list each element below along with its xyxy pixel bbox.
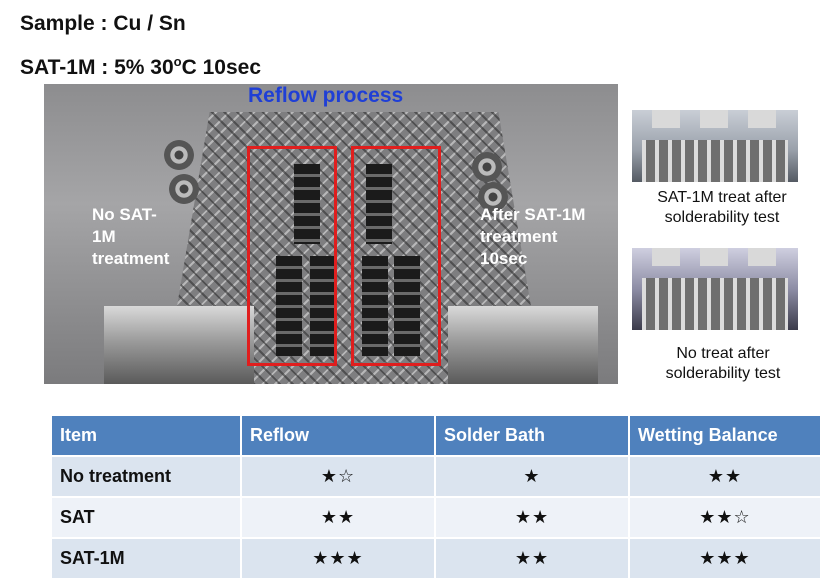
component-fin xyxy=(748,248,776,266)
component-fin xyxy=(652,248,680,266)
sat-condition-text: SAT-1M : 5% 30 xyxy=(20,56,174,79)
caption-line: No treat after xyxy=(676,345,770,362)
right-roller xyxy=(448,306,598,384)
component-strip xyxy=(366,164,392,244)
wetting-balance-rating: ★★☆ xyxy=(628,496,822,539)
sat-1m-photo-caption: SAT-1M treat after solderability test xyxy=(632,188,812,228)
comparison-table: Item Reflow Solder Bath Wetting Balance … xyxy=(50,414,822,580)
after-sat-label-line: 10sec xyxy=(480,249,528,268)
sat-condition-heading: SAT-1M : 5% 30oC 10sec xyxy=(20,54,261,80)
reflow-rating: ★★★ xyxy=(240,537,436,580)
wetting-balance-rating: ★★ xyxy=(628,455,822,498)
component-strip xyxy=(310,256,336,356)
row-item: SAT-1M xyxy=(50,537,242,580)
component-strip xyxy=(362,256,388,356)
table-row: No treatment ★☆ ★ ★★ xyxy=(50,455,822,498)
component-strip xyxy=(394,256,420,356)
column-header-solder-bath: Solder Bath xyxy=(434,414,630,457)
component-fin xyxy=(700,248,728,266)
reflow-process-title: Reflow process xyxy=(248,84,404,107)
solder-bath-rating: ★★ xyxy=(434,537,630,580)
component-leads xyxy=(642,140,788,182)
no-sat-label-line: treatment xyxy=(92,249,170,268)
component-fin xyxy=(700,110,728,128)
table-header-row: Item Reflow Solder Bath Wetting Balance xyxy=(50,414,822,457)
right-knob-lower xyxy=(478,182,508,212)
sample-heading: Sample : Cu / Sn xyxy=(20,12,186,35)
caption-line: SAT-1M treat after xyxy=(657,189,787,206)
no-treatment-highlight-box xyxy=(247,146,337,366)
reflow-rating: ★☆ xyxy=(240,455,436,498)
row-item: SAT xyxy=(50,496,242,539)
no-treat-solderability-photo xyxy=(632,248,798,330)
component-leads xyxy=(642,278,788,330)
component-fin xyxy=(748,110,776,128)
left-roller xyxy=(104,306,254,384)
sat-1m-solderability-photo xyxy=(632,110,798,182)
degree-mark: o xyxy=(173,54,182,69)
left-knob-lower xyxy=(169,174,199,204)
component-strip xyxy=(276,256,302,356)
caption-line: solderability test xyxy=(665,365,781,382)
sat-1m-highlight-box xyxy=(351,146,441,366)
after-sat-label-line: After SAT-1M xyxy=(480,205,586,224)
table-row: SAT ★★ ★★ ★★☆ xyxy=(50,496,822,539)
table-row: SAT-1M ★★★ ★★ ★★★ xyxy=(50,537,822,580)
caption-line: solderability test xyxy=(664,209,780,226)
after-sat-label: After SAT-1M treatment 10sec xyxy=(480,204,585,270)
reflow-rating: ★★ xyxy=(240,496,436,539)
wetting-balance-rating: ★★★ xyxy=(628,537,822,580)
no-treat-photo-caption: No treat after solderability test xyxy=(636,344,810,384)
no-sat-label: No SAT- 1M treatment xyxy=(92,204,169,270)
solder-bath-rating: ★ xyxy=(434,455,630,498)
column-header-item: Item xyxy=(50,414,242,457)
reflow-process-photo: Reflow process No SAT- 1M treatment Afte… xyxy=(44,84,618,384)
after-sat-label-line: treatment xyxy=(480,227,558,246)
no-sat-label-line: 1M xyxy=(92,227,116,246)
sat-condition-unit: C 10sec xyxy=(181,56,262,79)
component-fin xyxy=(652,110,680,128)
right-knob-upper xyxy=(472,152,502,182)
column-header-wetting-balance: Wetting Balance xyxy=(628,414,822,457)
row-item: No treatment xyxy=(50,455,242,498)
column-header-reflow: Reflow xyxy=(240,414,436,457)
solder-bath-rating: ★★ xyxy=(434,496,630,539)
no-sat-label-line: No SAT- xyxy=(92,205,157,224)
component-strip xyxy=(294,164,320,244)
left-knob-upper xyxy=(164,140,194,170)
